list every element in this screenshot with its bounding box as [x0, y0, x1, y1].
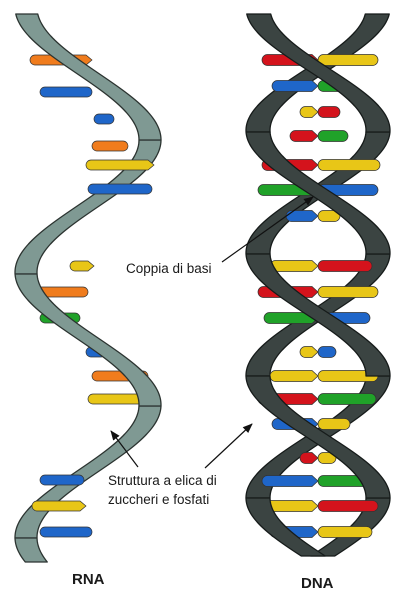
- backbone-label: Struttura a elica di zuccheri e fosfati: [108, 471, 217, 509]
- dna-base-left-2: [300, 107, 318, 118]
- rna-base-12: [40, 475, 84, 485]
- dna-base-right-3: [318, 131, 348, 142]
- dna-base-left-3: [290, 131, 318, 142]
- dna-base-left-10: [300, 347, 318, 358]
- rna-base-4: [86, 160, 154, 170]
- dna-base-left-15: [262, 476, 318, 487]
- rna-title: RNA: [72, 571, 105, 588]
- backbone-arrow-dna-icon: [205, 424, 252, 468]
- backbone-label-line1: Struttura a elica di: [108, 471, 217, 490]
- dna-base-right-4: [318, 160, 380, 171]
- dna-base-right-7: [318, 261, 372, 272]
- dna-base-left-11: [270, 371, 318, 382]
- backbone-label-line2: zuccheri e fosfati: [108, 490, 217, 509]
- rna-base-5: [88, 184, 152, 194]
- rna-base-2: [94, 114, 114, 124]
- rna-backbone-segment-4: [15, 538, 47, 562]
- dna-base-right-16: [318, 501, 378, 512]
- dna-base-right-13: [318, 419, 350, 430]
- dna-base-right-10: [318, 347, 336, 358]
- dna-molecule: [246, 14, 390, 556]
- rna-base-13: [32, 501, 86, 511]
- dna-base-right-12: [318, 394, 376, 405]
- dna-base-right-2: [318, 107, 340, 118]
- dna-base-left-1: [272, 81, 318, 92]
- rna-base-3: [92, 141, 128, 151]
- rna-backbone-segment-0: [16, 14, 161, 140]
- rna-base-14: [40, 527, 92, 537]
- base-pair-label: Coppia di basi: [126, 261, 212, 276]
- dna-base-left-14: [300, 453, 318, 464]
- dna-base-right-8: [318, 287, 378, 298]
- rna-base-6: [70, 261, 94, 271]
- dna-base-right-0: [318, 55, 378, 66]
- dna-base-left-7: [270, 261, 318, 272]
- dna-title: DNA: [301, 575, 334, 592]
- rna-base-1: [40, 87, 92, 97]
- dna-base-right-17: [318, 527, 372, 538]
